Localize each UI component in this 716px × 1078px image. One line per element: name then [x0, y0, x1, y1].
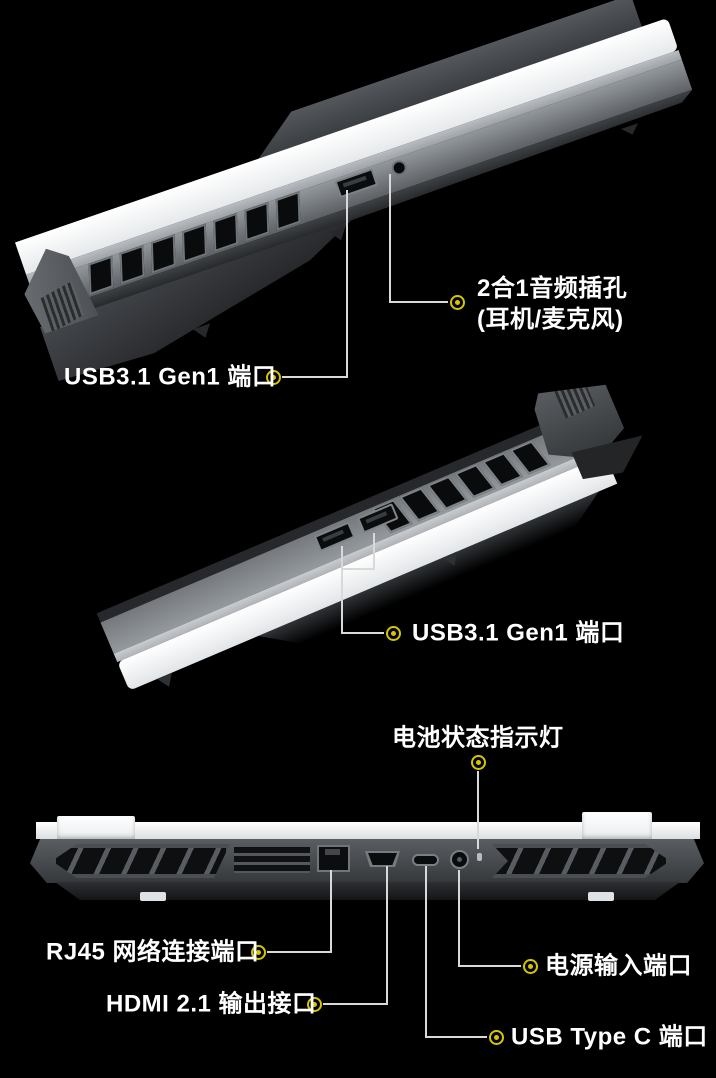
laptop-rear-view — [0, 808, 716, 908]
callout-marker-audio — [450, 295, 465, 310]
hinge-vent-grill — [554, 378, 595, 418]
rj45-port-icon — [317, 845, 350, 872]
laptop-foot — [621, 123, 642, 138]
rear-vent-right-icon — [492, 844, 670, 878]
hinge-tab — [57, 816, 135, 840]
callout-marker-usbc — [489, 1030, 504, 1045]
rear-slot-grill-icon — [234, 847, 310, 873]
label-rj45: RJ45 网络连接端口 — [46, 938, 260, 966]
label-hdmi: HDMI 2.1 输出接口 — [106, 990, 317, 1018]
laptop-foot — [140, 892, 166, 901]
dc-power-port-icon — [450, 850, 469, 869]
battery-status-led-icon — [477, 853, 482, 861]
callout-marker-power — [523, 959, 538, 974]
usb-c-port-icon — [412, 854, 439, 866]
label-audio-jack-line1: 2合1音频插孔 — [477, 275, 628, 302]
callout-marker-rj45 — [251, 945, 266, 960]
hdmi-port-icon — [365, 851, 400, 867]
rear-vent-left-icon — [52, 844, 230, 878]
laptop-lid-strip — [36, 822, 700, 839]
callout-marker-battery — [471, 755, 486, 770]
callout-marker-usb-right — [386, 626, 401, 641]
hinge-tab — [582, 812, 652, 840]
label-usb-right: USB3.1 Gen1 端口 — [412, 619, 625, 647]
label-power: 电源输入端口 — [545, 952, 692, 980]
label-battery-led: 电池状态指示灯 — [392, 724, 564, 752]
label-audio-jack: 2合1音频插孔 (耳机/麦克风) — [477, 273, 627, 335]
label-audio-jack-line2: (耳机/麦克风) — [477, 306, 624, 333]
label-usb-left: USB3.1 Gen1 端口 — [64, 363, 277, 391]
callout-marker-usb-left — [266, 370, 281, 385]
callout-marker-hdmi — [307, 997, 322, 1012]
laptop-foot — [588, 892, 614, 901]
label-usbc: USB Type C 端口 — [511, 1023, 708, 1051]
laptop-deck-edge — [26, 50, 682, 285]
